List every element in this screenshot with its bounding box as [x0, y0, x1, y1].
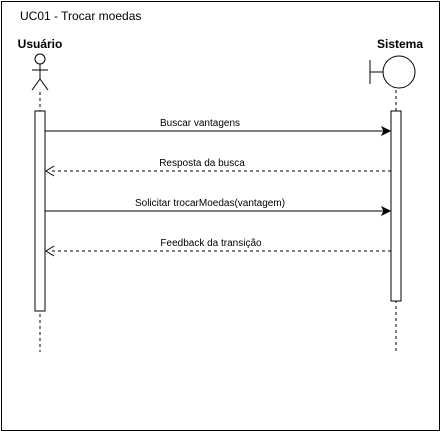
- arrowhead-icon: [380, 125, 392, 137]
- activation-bar-usuario: [34, 110, 46, 312]
- message-label: Solicitar trocarMoedas(vantagem): [135, 198, 285, 209]
- boundary-icon: [369, 55, 416, 89]
- arrowhead-icon: [45, 245, 55, 257]
- actor-label-sistema: Sistema: [377, 37, 423, 51]
- arrowhead-icon: [380, 205, 392, 217]
- message-label: Feedback da transição: [160, 238, 262, 249]
- message-label: Buscar vantagens: [160, 118, 240, 129]
- diagram-frame: [1, 1, 440, 431]
- actor-label-usuario: Usuário: [18, 37, 63, 51]
- stick-figure-icon: [31, 53, 49, 91]
- arrowhead-icon: [45, 165, 55, 177]
- activation-bar-sistema: [390, 110, 402, 302]
- diagram-title: UC01 - Trocar moedas: [20, 9, 141, 23]
- message-label: Resposta da busca: [159, 158, 245, 169]
